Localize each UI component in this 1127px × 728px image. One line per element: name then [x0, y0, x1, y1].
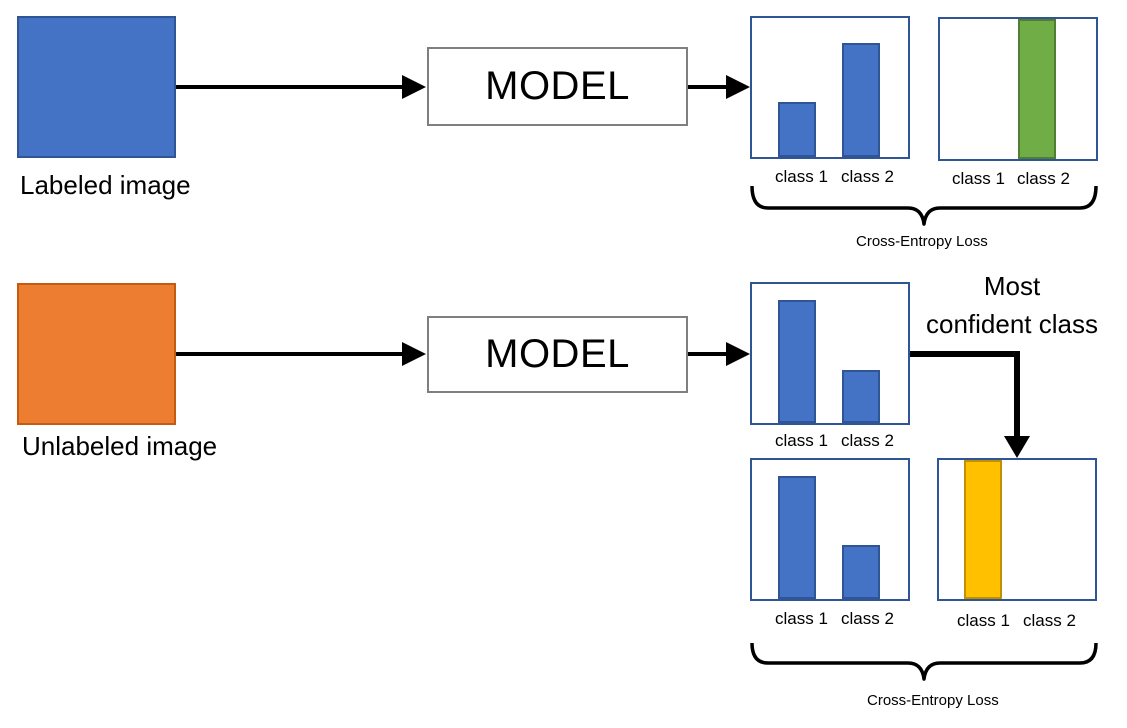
tick-class1: class 1	[952, 169, 1005, 188]
loss-label-bottom: Cross-Entropy Loss	[867, 692, 999, 709]
prediction-copy-bar-class2	[842, 545, 880, 599]
model-box-top: MODEL	[427, 47, 688, 126]
most-confident-line2: confident class	[926, 309, 1098, 339]
prediction-copy-bar-class1	[778, 476, 816, 599]
labeled-image-label: Labeled image	[20, 170, 191, 200]
arrow-most-confident	[908, 351, 1020, 438]
tick-class2: class 2	[841, 167, 894, 186]
labeled-image-square	[17, 16, 176, 158]
tick-class1: class 1	[775, 431, 828, 450]
tick-class2: class 2	[841, 431, 894, 450]
prediction-bar-class1	[778, 102, 816, 157]
ground-truth-panel	[938, 17, 1098, 161]
prediction-bar-class1	[778, 300, 816, 423]
most-confident-line1: Most	[983, 271, 1041, 301]
tick-class1: class 1	[957, 611, 1010, 630]
unlabeled-image-label: Unlabeled image	[22, 431, 218, 461]
brace-top	[750, 185, 1098, 226]
prediction-panel-top	[750, 16, 910, 159]
ground-truth-bar-class2	[1018, 19, 1056, 159]
tick-class2: class 2	[1023, 611, 1076, 630]
brace-bottom	[750, 642, 1098, 681]
tick-class2: class 2	[1017, 169, 1070, 188]
arrow-most-confident-head	[1004, 436, 1030, 458]
tick-class1: class 1	[775, 609, 828, 628]
pseudo-label-panel	[937, 458, 1097, 601]
prediction-panel-bottom	[750, 282, 910, 425]
prediction-bar-class2	[842, 370, 880, 423]
loss-label-top: Cross-Entropy Loss	[856, 233, 988, 250]
prediction-bar-class2	[842, 43, 880, 157]
model-box-bottom: MODEL	[427, 316, 688, 393]
tick-class1: class 1	[775, 167, 828, 186]
tick-class2: class 2	[841, 609, 894, 628]
pseudo-label-bar-class1	[964, 460, 1002, 599]
unlabeled-image-square	[17, 283, 176, 425]
prediction-copy-panel	[750, 458, 910, 601]
